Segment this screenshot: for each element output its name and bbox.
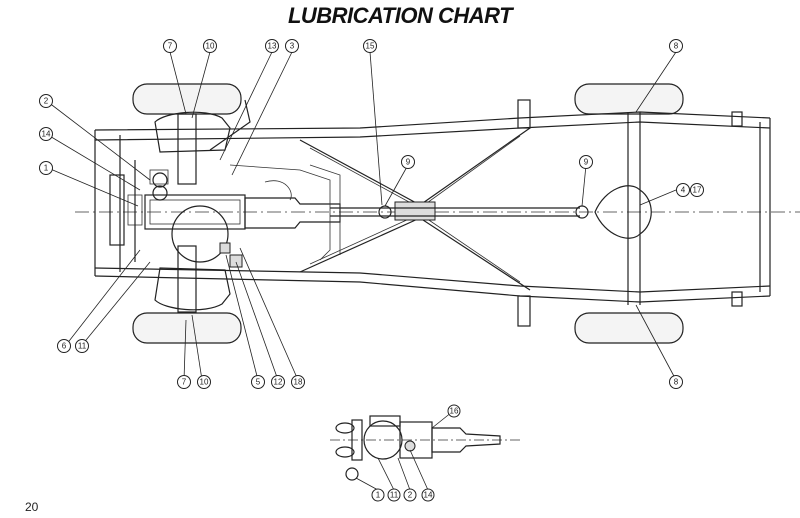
inset-callout-1: 1	[371, 488, 385, 502]
radiator	[109, 174, 125, 246]
callout-12: 12	[271, 375, 285, 389]
callout-18: 18	[291, 375, 305, 389]
inset-callout-11: 11	[387, 488, 401, 502]
steering-knuckle-left	[177, 113, 197, 185]
front-left-tire	[132, 83, 242, 115]
x-member-bottom	[299, 217, 531, 291]
svg-text:6: 6	[62, 342, 67, 351]
svg-text:1: 1	[44, 164, 49, 173]
callout-2: 2	[39, 94, 53, 108]
exhaust-pipe	[229, 164, 331, 261]
callout-5: 5	[251, 375, 265, 389]
callout-10-bottom: 10	[197, 375, 211, 389]
svg-text:4: 4	[681, 186, 686, 195]
frame-rail-right-inner	[94, 267, 771, 293]
oil-filter	[152, 185, 168, 201]
svg-text:3: 3	[290, 42, 295, 51]
callout-15: 15	[363, 39, 377, 53]
generator	[149, 169, 169, 185]
svg-text:17: 17	[693, 186, 702, 195]
rear-spring-hanger-left	[517, 99, 531, 129]
callout-9-front: 9	[401, 155, 415, 169]
svg-text:9: 9	[406, 158, 411, 167]
front-right-tire	[132, 312, 242, 344]
steering-box	[219, 242, 231, 254]
callout-8-bottom: 8	[669, 375, 683, 389]
callout-17: 17	[690, 183, 704, 197]
x-member-bottom-inner	[309, 213, 521, 283]
callout-9-rear: 9	[579, 155, 593, 169]
transmission-inset-diagram	[330, 411, 520, 491]
callout-7-top: 7	[163, 39, 177, 53]
svg-text:13: 13	[268, 42, 277, 51]
page-number: 20	[25, 500, 39, 514]
steering-linkage-upper	[209, 99, 251, 151]
front-suspension-right	[154, 267, 231, 311]
svg-text:1: 1	[376, 491, 381, 500]
svg-text:9: 9	[584, 158, 589, 167]
svg-text:8: 8	[674, 378, 679, 387]
steering-knuckle-right	[177, 245, 197, 313]
shift-linkage	[264, 180, 292, 201]
rear-right-tire	[574, 312, 684, 344]
callout-10-top: 10	[203, 39, 217, 53]
callout-8-top: 8	[669, 39, 683, 53]
front-suspension-left	[154, 111, 231, 153]
inset-callout-16: 16	[447, 404, 461, 418]
frame-rail-left	[94, 111, 771, 131]
svg-text:14: 14	[42, 130, 51, 139]
callout-11: 11	[75, 339, 89, 353]
distributor	[152, 172, 168, 188]
steering-gear	[229, 254, 243, 268]
inset-callout-14: 14	[421, 488, 435, 502]
callout-1: 1	[39, 161, 53, 175]
svg-text:10: 10	[200, 378, 209, 387]
svg-text:14: 14	[424, 491, 433, 500]
drive-shaft	[330, 207, 580, 217]
x-member-center	[394, 201, 436, 221]
callout-7-bottom: 7	[177, 375, 191, 389]
rear-left-tire	[574, 83, 684, 115]
svg-text:15: 15	[366, 42, 375, 51]
x-member-top	[299, 127, 531, 206]
callout-6: 6	[57, 339, 71, 353]
engine-head	[149, 199, 241, 225]
svg-text:7: 7	[168, 42, 173, 51]
rear-spring-hanger-right	[517, 295, 531, 327]
svg-text:2: 2	[408, 491, 413, 500]
svg-text:18: 18	[294, 378, 303, 387]
exhaust-pipe-outer	[309, 164, 341, 255]
svg-text:2: 2	[44, 97, 49, 106]
svg-text:5: 5	[256, 378, 261, 387]
svg-text:11: 11	[390, 491, 399, 500]
svg-text:11: 11	[78, 342, 87, 351]
callout-3: 3	[285, 39, 299, 53]
rear-differential	[594, 185, 652, 239]
callout-13: 13	[265, 39, 279, 53]
page-title: LUBRICATION CHART	[287, 3, 513, 28]
svg-text:8: 8	[674, 42, 679, 51]
rear-shackle-left	[731, 111, 743, 127]
rear-shackle-right	[731, 291, 743, 307]
svg-text:10: 10	[206, 42, 215, 51]
callout-14: 14	[39, 127, 53, 141]
x-member-top-inner	[309, 135, 521, 209]
svg-text:16: 16	[450, 407, 459, 416]
inset-callout-2: 2	[403, 488, 417, 502]
callout-4: 4	[676, 183, 690, 197]
svg-text:12: 12	[274, 378, 283, 387]
svg-text:7: 7	[182, 378, 187, 387]
transmission	[244, 197, 341, 229]
clutch-housing	[171, 205, 229, 263]
